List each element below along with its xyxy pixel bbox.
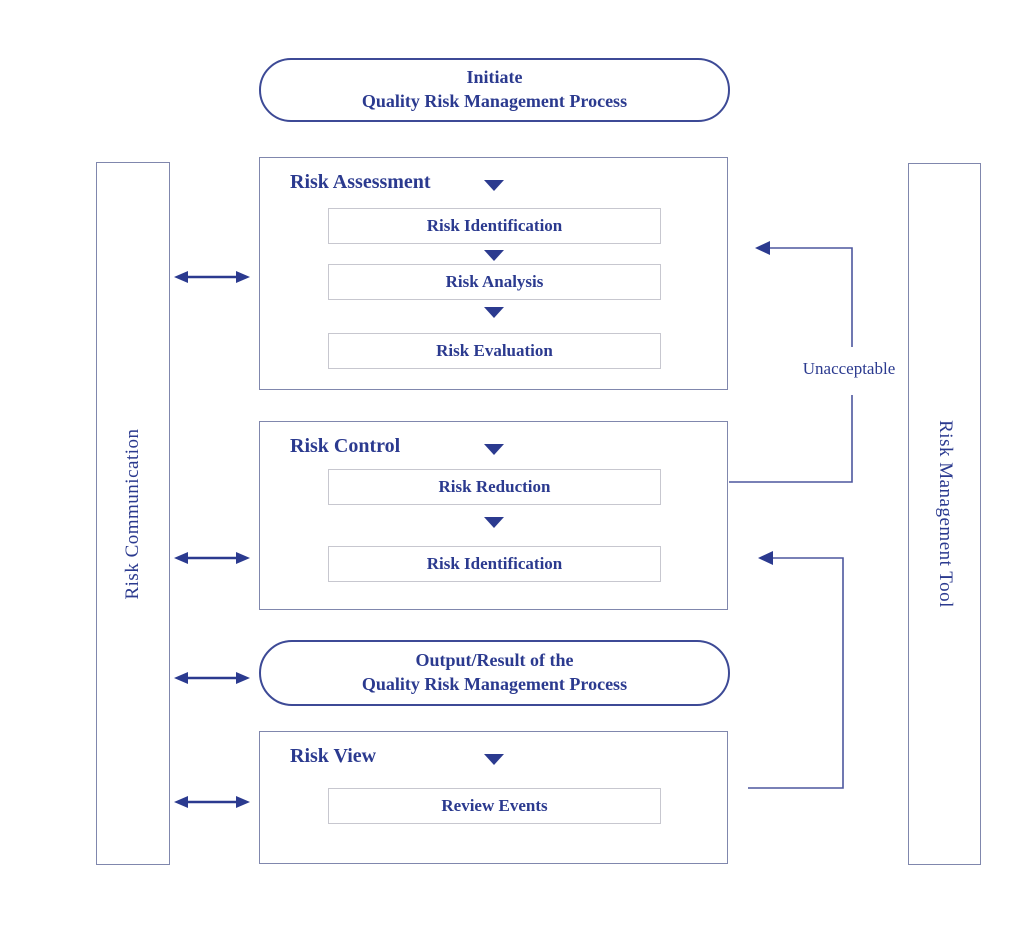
risk-view-box: Risk View Review Events — [259, 731, 728, 864]
output-pill: Output/Result of the Quality Risk Manage… — [259, 640, 730, 706]
step-risk-reduction: Risk Reduction — [328, 469, 661, 505]
risk-control-box: Risk Control Risk Reduction Risk Identif… — [259, 421, 728, 610]
step-risk-analysis: Risk Analysis — [328, 264, 661, 300]
step-label: Risk Identification — [426, 216, 563, 235]
risk-assessment-heading: Risk Assessment — [290, 171, 431, 193]
step-label: Risk Evaluation — [436, 341, 553, 360]
triangle-down-icon — [484, 517, 504, 528]
risk-communication-label: Risk Communication — [122, 427, 143, 600]
step-label: Risk Reduction — [438, 477, 551, 496]
double-arrow-icon — [174, 796, 250, 808]
step-label: Review Events — [441, 796, 548, 815]
risk-management-tool-label: Risk Management Tool — [934, 420, 956, 608]
triangle-down-icon — [484, 444, 504, 455]
risk-assessment-box: Risk Assessment Risk Identification Risk… — [259, 157, 728, 390]
step-risk-identification: Risk Identification — [328, 208, 661, 244]
triangle-down-icon — [484, 754, 504, 765]
unacceptable-label: Unacceptable — [793, 359, 905, 379]
triangle-down-icon — [484, 180, 504, 191]
step-label: Risk Identification — [426, 554, 563, 573]
step-label: Risk Analysis — [445, 272, 544, 291]
double-arrow-icon — [174, 552, 250, 564]
output-line2: Quality Risk Management Process — [361, 674, 628, 694]
initiate-line2: Quality Risk Management Process — [361, 91, 628, 111]
arrowhead-left-icon — [755, 241, 770, 255]
step-review-events: Review Events — [328, 788, 661, 824]
double-arrow-icon — [174, 672, 250, 684]
risk-control-heading: Risk Control — [290, 435, 401, 457]
step-risk-identification-2: Risk Identification — [328, 546, 661, 582]
risk-communication-bar: Risk Communication — [96, 162, 170, 865]
output-line1: Output/Result of the — [415, 650, 574, 671]
initiate-pill: Initiate Quality Risk Management Process — [259, 58, 730, 122]
risk-view-heading: Risk View — [290, 745, 377, 767]
step-risk-evaluation: Risk Evaluation — [328, 333, 661, 369]
initiate-line1: Initiate — [466, 67, 523, 88]
arrowhead-left-icon — [758, 551, 773, 565]
double-arrow-icon — [174, 271, 250, 283]
triangle-down-icon — [484, 307, 504, 318]
risk-management-tool-bar: Risk Management Tool — [908, 163, 981, 865]
triangle-down-icon — [484, 250, 504, 261]
